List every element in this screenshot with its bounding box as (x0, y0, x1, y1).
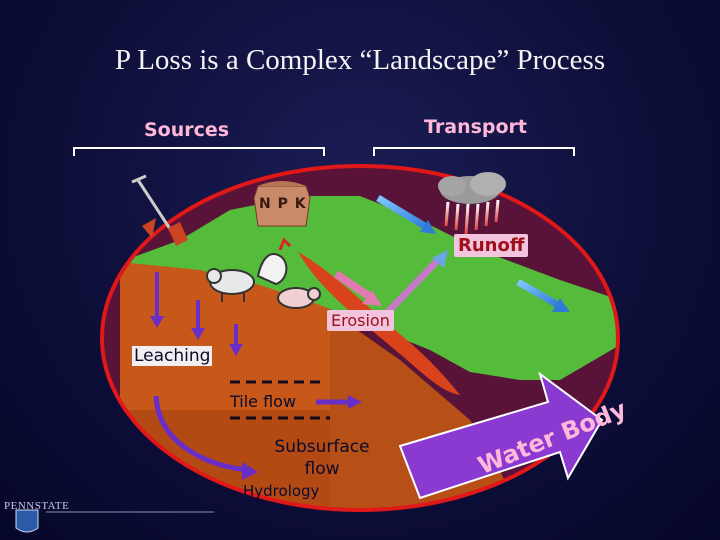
erosion-label: Erosion (327, 310, 394, 331)
transport-arrow (379, 250, 448, 321)
water-body-arrow (398, 371, 604, 500)
runoff-label: Runoff (454, 234, 529, 257)
runoff-arrow-lower (516, 278, 570, 312)
livestock-icon (206, 237, 321, 309)
pennstate-shield-icon (15, 509, 214, 533)
hydrology-label: Hydrology (243, 482, 320, 500)
runoff-arrow (376, 194, 436, 234)
sources-bracket (73, 147, 325, 156)
shovel-icon (131, 174, 188, 246)
fertilizer-bag-icon (253, 181, 311, 227)
subsurface-flow-label: Subsurface flow (274, 437, 370, 479)
green-field (120, 196, 618, 380)
sources-header: Sources (144, 119, 230, 141)
tile-flow-label: Tile flow (230, 392, 297, 411)
leaching-arrows (150, 272, 243, 356)
landscape-outline (100, 164, 620, 512)
transport-header: Transport (424, 116, 528, 138)
transport-bracket (373, 147, 575, 156)
leaching-label: Leaching (132, 346, 213, 366)
tile-flow-drain (230, 380, 362, 420)
erosion-arrow (333, 270, 382, 306)
page-title: P Loss is a Complex “Landscape” Process (114, 44, 606, 76)
pennstate-logo: PENNSTATE (4, 500, 70, 512)
rain-cloud-icon (438, 172, 506, 235)
subsurface-flow-arrow (153, 395, 258, 480)
npk-label: N P K (259, 196, 307, 212)
